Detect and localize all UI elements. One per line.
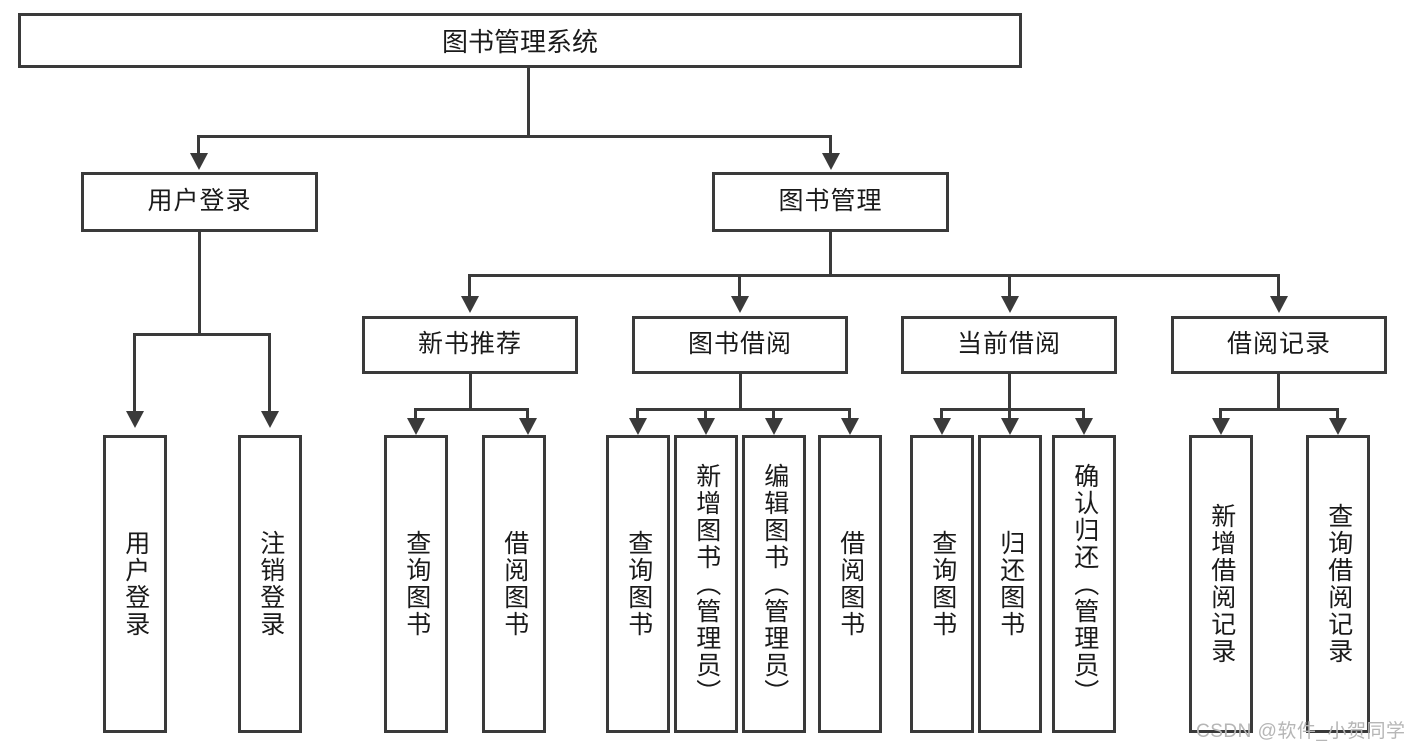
leaf-nbr-query-book[interactable]: 查询图书	[384, 435, 448, 733]
connector-root-stem	[527, 68, 530, 137]
arrowhead-leaf-bb-edit	[765, 418, 783, 435]
connector-user-login-stem	[198, 232, 201, 335]
connector-user-login-drop-2	[268, 333, 271, 413]
leaf-cb-query-book-label: 查询图书	[928, 530, 957, 638]
node-new-book-recommend-label: 新书推荐	[417, 330, 522, 359]
node-user-login-label: 用户登录	[147, 187, 252, 216]
watermark-text: CSDN @软件_小贺同学	[1196, 721, 1405, 742]
node-current-borrow[interactable]: 当前借阅	[901, 316, 1117, 374]
leaf-cb-confirm-return-label: 确认归还（管理员）	[1070, 462, 1099, 706]
connector-user-login-drop-1	[133, 333, 136, 413]
connector-nbr-drop-2	[526, 408, 529, 420]
arrowhead-leaf-cb-query	[933, 418, 951, 435]
arrowhead-leaf-nbr-borrow	[519, 418, 537, 435]
arrowhead-leaf-logout	[261, 411, 279, 428]
connector-br-drop-2	[1336, 408, 1339, 420]
leaf-bb-query-book-label: 查询图书	[624, 530, 653, 638]
node-user-login[interactable]: 用户登录	[81, 172, 318, 232]
leaf-bb-borrow-book[interactable]: 借阅图书	[818, 435, 882, 733]
connector-bm-drop-book-borrow	[738, 274, 741, 298]
connector-user-login-bar	[133, 333, 271, 336]
arrowhead-leaf-br-query	[1329, 418, 1347, 435]
leaf-cb-query-book[interactable]: 查询图书	[910, 435, 974, 733]
arrowhead-leaf-cb-return	[1001, 418, 1019, 435]
connector-bm-drop-current-borrow	[1008, 274, 1011, 298]
leaf-bb-edit-book[interactable]: 编辑图书（管理员）	[742, 435, 806, 733]
arrowhead-leaf-bb-add	[697, 418, 715, 435]
node-borrow-record[interactable]: 借阅记录	[1171, 316, 1387, 374]
connector-cb-drop-2	[1008, 408, 1011, 420]
arrowhead-current-borrow	[1001, 296, 1019, 313]
connector-cb-bar	[940, 408, 1085, 411]
node-book-borrow-label: 图书借阅	[687, 330, 792, 359]
leaf-br-query-record-label: 查询借阅记录	[1324, 503, 1353, 665]
leaf-nbr-borrow-book-label: 借阅图书	[500, 530, 529, 638]
connector-br-bar	[1219, 408, 1339, 411]
arrowhead-borrow-record	[1270, 296, 1288, 313]
leaf-cb-confirm-return[interactable]: 确认归还（管理员）	[1052, 435, 1116, 733]
leaf-logout[interactable]: 注销登录	[238, 435, 302, 733]
connector-bm-drop-new-book	[468, 274, 471, 298]
connector-bb-drop-2	[704, 408, 707, 420]
leaf-br-add-record-label: 新增借阅记录	[1207, 503, 1236, 665]
arrowhead-leaf-nbr-query	[407, 418, 425, 435]
connector-nbr-bar	[414, 408, 529, 411]
arrowhead-leaf-br-add	[1212, 418, 1230, 435]
connector-bb-bar	[636, 408, 851, 411]
leaf-bb-edit-book-label: 编辑图书（管理员）	[760, 462, 789, 706]
arrowhead-user-login	[190, 153, 208, 170]
arrowhead-book-management	[822, 153, 840, 170]
connector-book-management-bar	[468, 274, 1280, 277]
leaf-cb-return-book[interactable]: 归还图书	[978, 435, 1042, 733]
arrowhead-leaf-bb-borrow	[841, 418, 859, 435]
arrowhead-book-borrow	[731, 296, 749, 313]
connector-cb-stem	[1008, 374, 1011, 410]
leaf-bb-add-book[interactable]: 新增图书（管理员）	[674, 435, 738, 733]
leaf-bb-query-book[interactable]: 查询图书	[606, 435, 670, 733]
node-root-book-management-system[interactable]: 图书管理系统	[18, 13, 1022, 68]
connector-book-management-stem	[829, 232, 832, 276]
connector-bb-drop-1	[636, 408, 639, 420]
node-book-management[interactable]: 图书管理	[712, 172, 949, 232]
leaf-logout-label: 注销登录	[256, 530, 285, 638]
leaf-bb-borrow-book-label: 借阅图书	[836, 530, 865, 638]
connector-br-drop-1	[1219, 408, 1222, 420]
connector-root-to-user-login	[197, 135, 200, 155]
leaf-bb-add-book-label: 新增图书（管理员）	[692, 462, 721, 706]
leaf-br-query-record[interactable]: 查询借阅记录	[1306, 435, 1370, 733]
node-new-book-recommend[interactable]: 新书推荐	[362, 316, 578, 374]
connector-bb-drop-3	[772, 408, 775, 420]
connector-root-to-book-management	[829, 135, 832, 155]
connector-bb-stem	[739, 374, 742, 410]
connector-nbr-drop-1	[414, 408, 417, 420]
leaf-user-login-label: 用户登录	[121, 530, 150, 638]
arrowhead-leaf-user-login	[126, 411, 144, 428]
connector-cb-drop-3	[1082, 408, 1085, 420]
connector-root-bar	[197, 135, 832, 138]
node-current-borrow-label: 当前借阅	[956, 330, 1061, 359]
connector-bb-drop-4	[848, 408, 851, 420]
leaf-br-add-record[interactable]: 新增借阅记录	[1189, 435, 1253, 733]
arrowhead-leaf-bb-query	[629, 418, 647, 435]
connector-cb-drop-1	[940, 408, 943, 420]
leaf-nbr-borrow-book[interactable]: 借阅图书	[482, 435, 546, 733]
connector-bm-drop-borrow-record	[1277, 274, 1280, 298]
arrowhead-leaf-cb-confirm	[1075, 418, 1093, 435]
connector-nbr-stem	[469, 374, 472, 410]
node-book-borrow[interactable]: 图书借阅	[632, 316, 848, 374]
connector-br-stem	[1277, 374, 1280, 410]
node-root-label: 图书管理系统	[441, 27, 598, 57]
arrowhead-new-book-recommend	[461, 296, 479, 313]
leaf-nbr-query-book-label: 查询图书	[402, 530, 431, 638]
leaf-user-login[interactable]: 用户登录	[103, 435, 167, 733]
node-borrow-record-label: 借阅记录	[1226, 330, 1331, 359]
node-book-management-label: 图书管理	[778, 187, 883, 216]
leaf-cb-return-book-label: 归还图书	[996, 530, 1025, 638]
